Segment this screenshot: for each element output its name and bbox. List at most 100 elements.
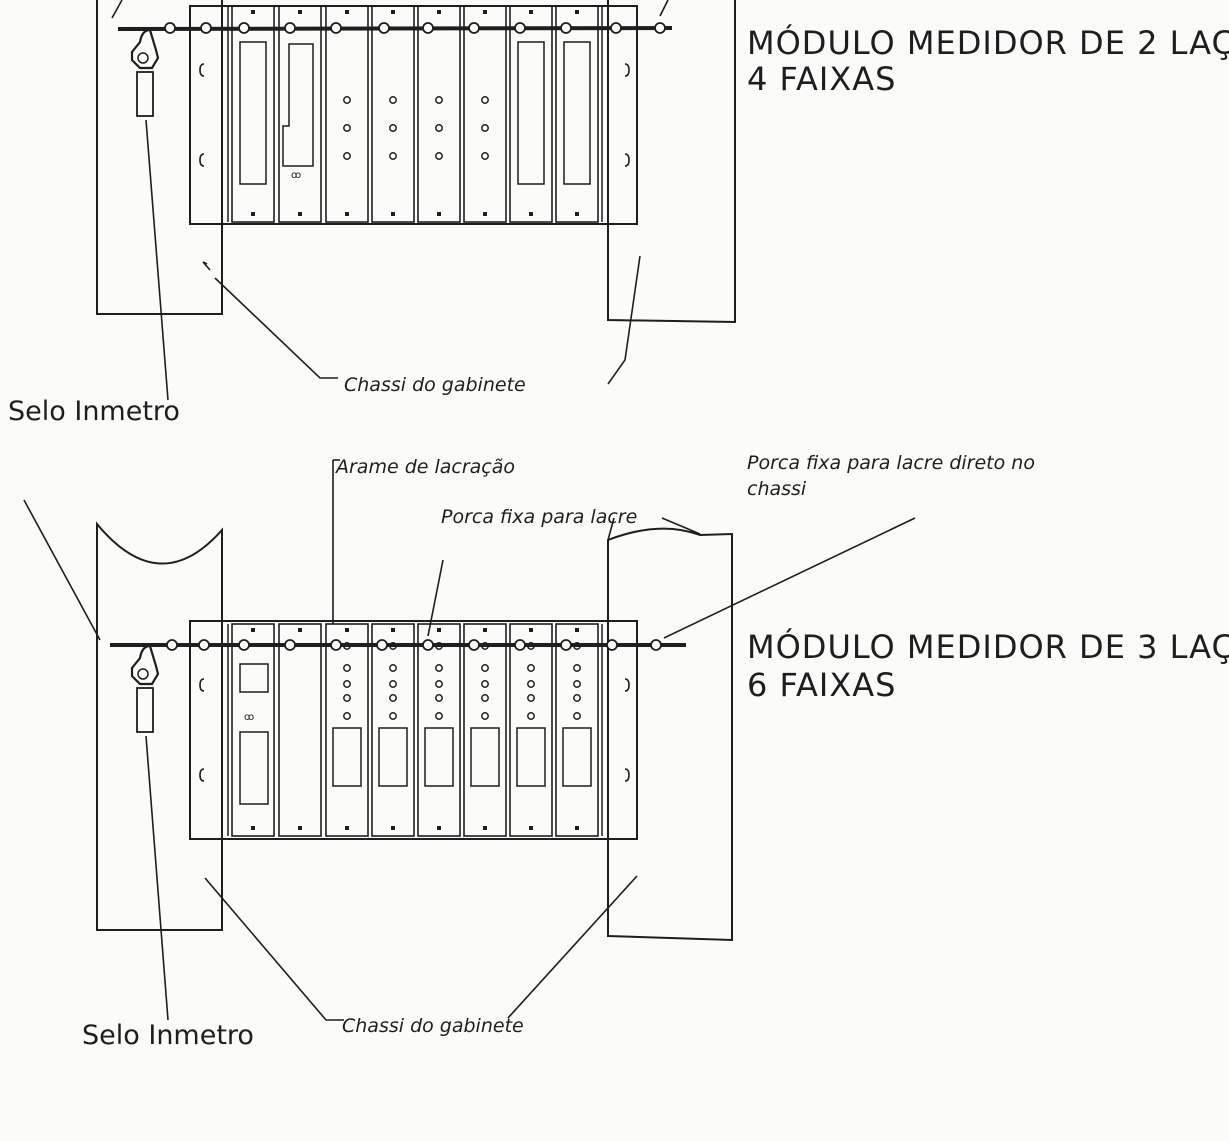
module-panel — [417, 623, 461, 837]
module-panel — [509, 623, 553, 837]
module-card: ꝏ — [278, 5, 322, 223]
module-screw — [391, 628, 395, 632]
module-card — [509, 623, 553, 837]
module-led — [343, 664, 351, 672]
bottom-leader-fragment — [661, 517, 701, 535]
top-modules: ꝏ — [227, 5, 603, 223]
sealing-nut — [238, 639, 250, 651]
sealing-nut — [560, 639, 572, 651]
module-panel — [509, 5, 553, 223]
module-screw — [437, 212, 441, 216]
bottom-nuts — [166, 639, 662, 651]
module-card — [278, 623, 322, 837]
bottom-modules: ꝏ — [227, 623, 603, 837]
module-led — [435, 664, 443, 672]
top-title-line2: 4 FAIXAS — [747, 60, 896, 98]
bottom-rack-frame — [189, 620, 638, 840]
module-window — [516, 727, 546, 787]
sealing-nut — [330, 22, 342, 34]
bottom-chassi-leader-left — [204, 877, 344, 1021]
module-panel — [555, 5, 599, 223]
bottom-title-line1: MÓDULO MEDIDOR DE 3 LAÇOS E — [747, 627, 1229, 666]
module-screw — [529, 826, 533, 830]
module-led — [343, 694, 351, 702]
top-label-selo: Selo Inmetro — [8, 396, 180, 427]
module-screw — [575, 628, 579, 632]
bottom-ear-hole — [624, 768, 630, 782]
module-screw — [437, 628, 441, 632]
sealing-nut — [468, 639, 480, 651]
top-label-chassi: Chassi do gabinete — [344, 374, 526, 396]
sealing-nut — [378, 22, 390, 34]
sealing-nut — [514, 22, 526, 34]
bottom-label-selo: Selo Inmetro — [82, 1020, 254, 1051]
module-led — [389, 124, 397, 132]
module-card — [555, 623, 599, 837]
module-window — [239, 41, 267, 185]
module-panel — [231, 5, 275, 223]
module-window — [517, 41, 545, 185]
module-led — [573, 712, 581, 720]
module-screw — [391, 212, 395, 216]
bottom-selo-leader — [145, 735, 169, 1021]
sealing-nut — [468, 22, 480, 34]
sealing-nut — [200, 22, 212, 34]
module-led — [389, 664, 397, 672]
module-led — [435, 124, 443, 132]
sealing-nut — [376, 639, 388, 651]
module-screw — [345, 628, 349, 632]
module-screw — [483, 10, 487, 14]
module-led — [573, 664, 581, 672]
top-chassi-leader-left — [214, 277, 338, 379]
top-diagram: ꝏ MÓDULO MEDIDOR DE 2 LAÇOS E 4 FAIXAS C… — [8, 0, 1229, 427]
module-panel — [555, 623, 599, 837]
module-led — [481, 680, 489, 688]
module-led — [343, 96, 351, 104]
bottom-left-chassis-panel — [96, 521, 223, 931]
module-screw — [483, 628, 487, 632]
top-right-chassis-panel — [607, 0, 736, 324]
module-card — [555, 5, 599, 223]
module-screw — [298, 826, 302, 830]
module-led — [573, 694, 581, 702]
module-card — [371, 5, 415, 223]
bottom-ear-hole — [624, 678, 630, 692]
module-screw — [298, 10, 302, 14]
module-screw — [298, 212, 302, 216]
module-screw — [251, 212, 255, 216]
module-led — [389, 694, 397, 702]
module-screw — [529, 212, 533, 216]
module-led — [527, 680, 535, 688]
top-ear-hole — [624, 153, 630, 167]
module-screw — [251, 10, 255, 14]
module-led — [435, 680, 443, 688]
bottom-label-porca-lacre: Porca fixa para lacre — [441, 506, 637, 528]
sealing-nut — [284, 22, 296, 34]
module-led — [527, 664, 535, 672]
bottom-title-line2: 6 FAIXAS — [747, 666, 896, 704]
module-panel — [325, 5, 369, 223]
module-led — [481, 152, 489, 160]
module-led — [481, 96, 489, 104]
bottom-label-porca-chassi-line2: chassi — [747, 478, 807, 500]
module-window — [470, 727, 500, 787]
module-led — [481, 712, 489, 720]
bottom-label-arame: Arame de lacração — [334, 456, 515, 478]
module-led — [343, 712, 351, 720]
top-title-line1: MÓDULO MEDIDOR DE 2 LAÇOS E — [747, 23, 1229, 62]
module-screw — [437, 10, 441, 14]
module-window — [562, 727, 592, 787]
module-connector: ꝏ — [244, 712, 254, 723]
sealing-nut — [610, 22, 622, 34]
bottom-right-chassis-panel — [607, 527, 733, 942]
module-panel — [417, 5, 461, 223]
module-led — [389, 96, 397, 104]
module-led — [435, 96, 443, 104]
module-led — [389, 712, 397, 720]
module-led — [389, 680, 397, 688]
module-led — [435, 152, 443, 160]
top-ear-hole — [199, 153, 205, 167]
module-led — [343, 124, 351, 132]
module-display — [239, 663, 269, 693]
module-window — [239, 731, 269, 805]
